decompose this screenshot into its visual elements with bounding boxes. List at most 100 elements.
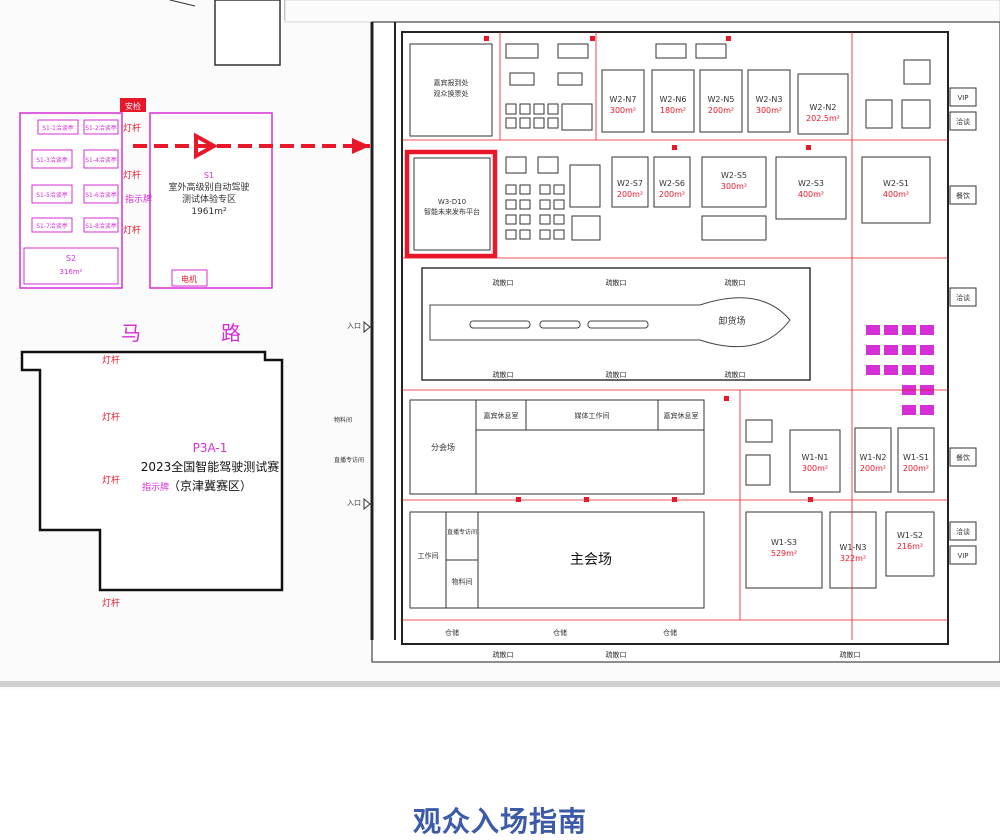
tent-label: S1-5洽谈亭 xyxy=(36,191,68,199)
w3-d10-booth xyxy=(413,157,491,251)
s1-area: 1961m² xyxy=(191,207,227,217)
w3-d10-code: W3-D10 xyxy=(438,198,466,206)
booth-code: W1-S2 xyxy=(897,531,923,540)
dining-label: 餐饮 xyxy=(956,191,970,200)
booth-area: 200m² xyxy=(708,106,734,115)
lounge-label: 洽谈 xyxy=(956,293,970,302)
booth-area: 216m² xyxy=(897,542,923,551)
w1-booths: W1-N1 300m² W1-N2 200m² W1-S1 200m² W1-S… xyxy=(745,419,935,589)
booth-code: W2-S5 xyxy=(721,171,747,180)
generator-box xyxy=(171,269,208,287)
tent-label: S1-2洽谈亭 xyxy=(85,124,117,132)
exit-label: 疏散口 xyxy=(493,278,514,287)
media-room-label: 媒体工作间 xyxy=(575,411,610,420)
booth-code: W2-S6 xyxy=(659,179,685,188)
exit-label: 疏散口 xyxy=(725,370,746,379)
booth-area: 202.5m² xyxy=(806,114,840,123)
booth-code: W2-N6 xyxy=(660,95,687,104)
interview-label: 直播专访间 xyxy=(334,456,364,464)
generator-label: 电机 xyxy=(181,274,197,284)
booth-code: W1-S1 xyxy=(903,453,929,462)
booth-code: W2-N7 xyxy=(610,95,637,104)
booth-area: 400m² xyxy=(883,190,909,199)
material-room2-label: 物料间 xyxy=(334,416,352,424)
exit-label: 疏散口 xyxy=(493,650,514,659)
s1-code: S1 xyxy=(204,171,214,180)
s2-area: 316m² xyxy=(60,268,83,276)
vip-label: VIP xyxy=(957,552,968,560)
exit-label: 疏散口 xyxy=(725,278,746,287)
light-pole: 灯杆 xyxy=(102,411,120,423)
entrance-label: 入口 xyxy=(347,499,361,507)
exit-label: 疏散口 xyxy=(606,650,627,659)
main-venue xyxy=(477,511,705,609)
right-services: VIP 洽谈 餐饮 洽谈 餐饮 洽谈 VIP xyxy=(949,87,977,565)
dining-label: 餐饮 xyxy=(956,453,970,462)
north-booths: W2-N7 300m² W2-N6 180m² W2-N5 200m² W2-N… xyxy=(601,69,849,135)
exit-label: 疏散口 xyxy=(606,370,627,379)
sub-venue-label: 分会场 xyxy=(431,442,455,452)
sub-venue xyxy=(409,399,477,495)
route-arrow-head-2 xyxy=(352,138,370,154)
w3-d10-name: 智能未来发布平台 xyxy=(424,207,480,216)
booth-area: 200m² xyxy=(659,190,685,199)
vip-label: VIP xyxy=(957,94,968,102)
warehouse-label: 仓储 xyxy=(445,628,459,637)
exit-label: 疏散口 xyxy=(493,370,514,379)
booth-area: 200m² xyxy=(903,464,929,473)
reception-label-2: 观众换票处 xyxy=(434,89,469,98)
booth-area: 300m² xyxy=(756,106,782,115)
tent-label: S1-4洽谈亭 xyxy=(85,156,117,164)
light-pole: 灯杆 xyxy=(123,169,141,181)
broadcast-label: 直播专访间 xyxy=(447,528,477,536)
s2-code: S2 xyxy=(66,254,76,263)
s1-name-2: 测试体验专区 xyxy=(182,193,236,205)
booth-code: W2-S3 xyxy=(798,179,824,188)
booth-code: W2-S7 xyxy=(617,179,643,188)
booth-area: 180m² xyxy=(660,106,686,115)
tent-label: S1-6洽谈亭 xyxy=(85,191,117,199)
south-w2-booths: W2-S7 200m² W2-S6 200m² W2-S5 300m² W2-S… xyxy=(505,156,931,241)
floor-plan-svg: S1-1洽谈亭 S1-2洽谈亭 S1-3洽谈亭 S1-4洽谈亭 S1-5洽谈亭 … xyxy=(0,0,1000,687)
tent-label: S1-7洽谈亭 xyxy=(36,222,68,230)
tent-grid: S1-1洽谈亭 S1-2洽谈亭 S1-3洽谈亭 S1-4洽谈亭 S1-5洽谈亭 … xyxy=(31,119,119,233)
light-pole: 灯杆 xyxy=(102,597,120,609)
booth-code: W1-N1 xyxy=(802,453,829,462)
floor-plan-map: S1-1洽谈亭 S1-2洽谈亭 S1-3洽谈亭 S1-4洽谈亭 S1-5洽谈亭 … xyxy=(0,0,1000,687)
main-venue-label: 主会场 xyxy=(570,552,612,568)
security-label: 安检 xyxy=(125,101,141,111)
light-pole: 灯杆 xyxy=(102,474,120,486)
vip-room-label: 嘉宾休息室 xyxy=(484,411,519,420)
booth-code: W2-N3 xyxy=(756,95,783,104)
lounge-label: 洽谈 xyxy=(956,527,970,536)
entrance-arrow xyxy=(363,497,371,511)
s1-name-1: 室外高级别自动驾驶 xyxy=(168,181,249,193)
tent-label: S1-8洽谈亭 xyxy=(85,222,117,230)
p3a-code: P3A-1 xyxy=(193,441,228,455)
booth-area: 200m² xyxy=(860,464,886,473)
top-building xyxy=(214,0,281,66)
booth-code: W2-N2 xyxy=(810,103,837,112)
booth-area: 400m² xyxy=(798,190,824,199)
road-label: 马 路 xyxy=(121,321,271,345)
p3a-line1: 2023全国智能驾驶测试赛 xyxy=(141,459,280,474)
booth-area: 529m² xyxy=(771,549,797,558)
booth-code: W1-N2 xyxy=(860,453,887,462)
route-arrow-head-1 xyxy=(194,132,219,160)
red-markers xyxy=(484,36,813,502)
entrance-label: 入口 xyxy=(347,322,361,330)
material-room-label: 物料间 xyxy=(452,577,473,586)
light-pole: 灯杆 xyxy=(123,122,141,134)
exit-label: 疏散口 xyxy=(606,278,627,287)
entrance-arrow xyxy=(363,320,371,334)
booth-area: 322m² xyxy=(840,554,866,563)
tent-label: S1-3洽谈亭 xyxy=(36,156,68,164)
sign-board: 指示牌 xyxy=(125,193,152,205)
p3a-zone xyxy=(20,350,284,592)
s2-zone xyxy=(23,247,119,285)
booth-code: W1-S3 xyxy=(771,538,797,547)
reception-label: 嘉宾报到处 xyxy=(434,78,469,87)
booth-area: 300m² xyxy=(721,182,747,191)
unloading-label: 卸货场 xyxy=(718,315,745,327)
tent-label: S1-1洽谈亭 xyxy=(42,124,74,132)
